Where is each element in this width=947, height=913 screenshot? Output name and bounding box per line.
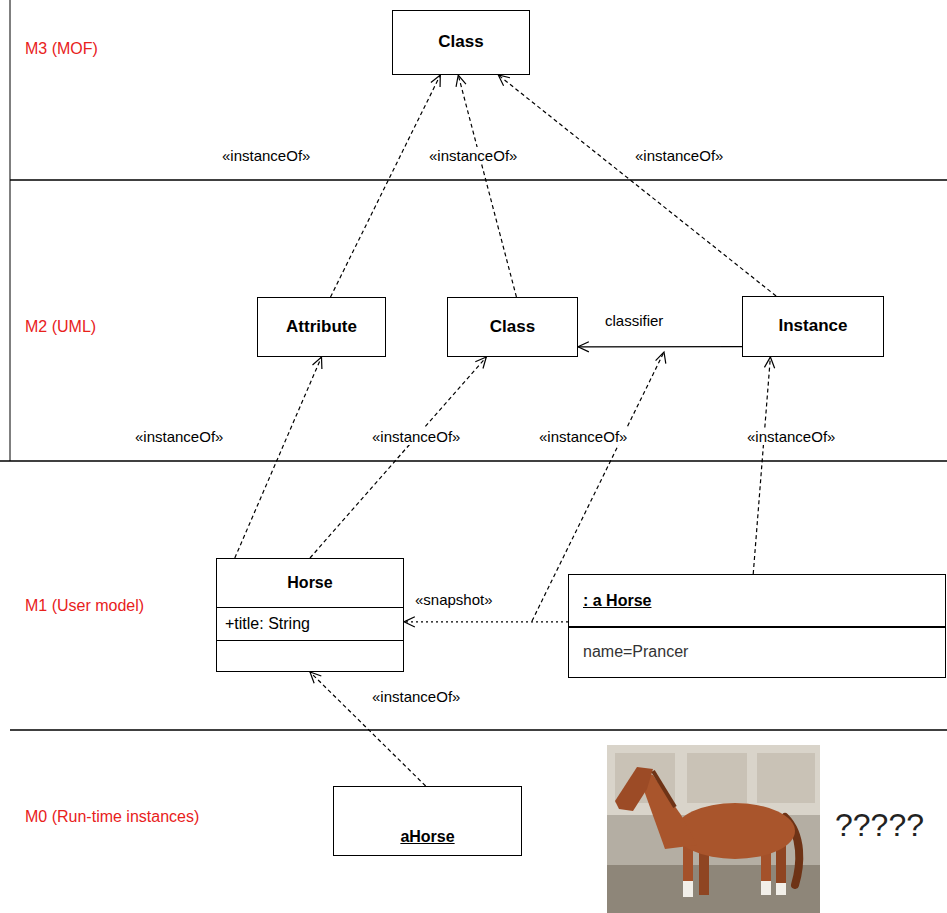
box-body: name=Prancer: [583, 643, 688, 661]
horse-photo: [607, 745, 820, 913]
question-marks: ?????: [835, 807, 924, 844]
level-label: M1 (User model): [25, 597, 144, 615]
connector-line: [498, 75, 776, 296]
arrow-head: [656, 352, 666, 364]
box-title: : a Horse: [583, 592, 651, 610]
connector: [578, 342, 742, 352]
compartment: Horse: [217, 559, 403, 608]
compartment: : a Horse: [569, 575, 945, 628]
compartment: [217, 641, 403, 670]
arrow-head: [404, 617, 415, 627]
arrow-head: [475, 357, 486, 369]
compartment: Class: [448, 298, 577, 355]
box-title: Class: [438, 32, 483, 52]
band-divider: [0, 460, 947, 462]
edge-label: «instanceOf»: [370, 688, 462, 705]
metaclass-box: Instance: [742, 296, 884, 357]
level-label: M3 (MOF): [25, 40, 98, 58]
level-label: M2 (UML): [25, 318, 96, 336]
class-box: Horse +title: String: [216, 558, 404, 672]
arrow-head: [431, 75, 440, 87]
compartment: name=Prancer: [569, 628, 945, 676]
level-label: M0 (Run-time instances): [25, 808, 199, 826]
arrow-head: [456, 75, 466, 87]
arrow-head: [310, 672, 321, 683]
compartment: +title: String: [217, 608, 403, 641]
connector: [753, 357, 774, 574]
edge-label: «instanceOf»: [745, 428, 837, 445]
edge-label: «instanceOf»: [427, 147, 519, 164]
connector-line: [235, 357, 322, 558]
band-divider: [10, 179, 947, 181]
compartment: Class: [393, 11, 529, 73]
box-title: Class: [490, 317, 535, 337]
connector-line: [578, 346, 742, 347]
box-body: +title: String: [225, 615, 310, 633]
metaclass-box: Attribute: [257, 297, 386, 357]
box-title: Instance: [779, 316, 848, 336]
connector-line: [331, 75, 441, 297]
connector-line: [458, 75, 516, 297]
edge-label: «instanceOf»: [633, 147, 725, 164]
edge-label: «snapshot»: [413, 591, 495, 608]
arrow-head: [764, 357, 774, 368]
connector-line: [404, 621, 568, 622]
compartment: aHorse: [334, 787, 521, 854]
edge-label: classifier: [603, 312, 665, 329]
instance-box: aHorse: [333, 786, 522, 856]
arrow-head: [498, 75, 510, 86]
edge-label: «instanceOf»: [370, 428, 462, 445]
connector: [404, 617, 568, 627]
connector: [498, 75, 776, 296]
box-title: Attribute: [286, 317, 357, 337]
connector-line: [310, 357, 486, 558]
connector: [331, 75, 441, 297]
connector-line: [753, 357, 770, 574]
compartment: Attribute: [258, 298, 385, 355]
box-title: Horse: [287, 574, 332, 592]
connector: [310, 357, 486, 558]
arrow-head: [578, 342, 589, 352]
metaclass-box: Class: [392, 10, 530, 75]
arrow-head: [313, 357, 322, 369]
box-title: aHorse: [400, 828, 454, 846]
metaclass-box: Class: [447, 297, 578, 357]
object-box: : a Horse name=Prancer: [568, 574, 946, 678]
compartment: Instance: [743, 297, 883, 355]
edge-label: «instanceOf»: [133, 428, 225, 445]
connector: [456, 75, 516, 297]
stereotype-label: «instanceOf»: [537, 428, 629, 445]
band-divider: [10, 729, 947, 731]
band-border: [10, 0, 11, 461]
edge-label: «instanceOf»: [220, 147, 312, 164]
connector: [235, 357, 322, 558]
